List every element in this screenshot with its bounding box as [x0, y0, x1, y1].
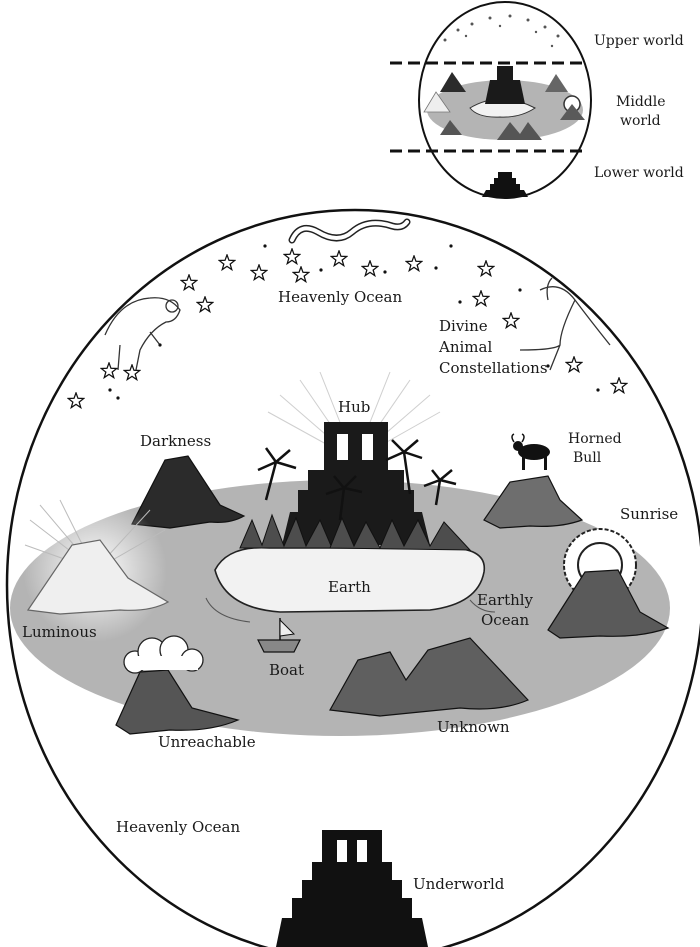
label-upper-world: Upper world: [594, 33, 684, 49]
hub-door-right: [362, 434, 373, 460]
bull-icon: [511, 433, 550, 470]
luminous-volcano: [26, 539, 170, 615]
inset-luminous-mountain: [423, 91, 451, 113]
label-heavenly-ocean-top: Heavenly Ocean: [278, 288, 402, 306]
label-heavenly-ocean-bottom: Heavenly Ocean: [116, 818, 240, 836]
horned-bull-volcano: [483, 475, 584, 529]
inset-unreachable-mountain: [440, 120, 462, 135]
inset-underworld-pyramid: [482, 172, 528, 197]
label-underworld: Underworld: [413, 875, 505, 893]
label-darkness: Darkness: [140, 432, 211, 450]
label-boat: Boat: [269, 661, 304, 679]
label-middle-world-line2: world: [620, 113, 661, 129]
label-constellations-line2: Animal: [438, 338, 492, 356]
label-middle-world-line1: Middle: [616, 94, 666, 110]
inset-unknown-mountain: [497, 122, 542, 140]
label-constellations-line1: Divine: [439, 317, 488, 335]
label-horned-bull-line1: Horned: [568, 431, 622, 447]
small-dots: [108, 244, 600, 400]
label-earthly-ocean-line1: Earthly: [477, 591, 534, 609]
darkness-volcano: [131, 455, 246, 529]
hub-pyramid: [282, 422, 430, 545]
main-diagram: Heavenly Ocean Divine Animal Constellati…: [5, 208, 700, 947]
inset-diagram: Upper world Middle world Lower world: [390, 1, 684, 199]
underworld-door-right: [357, 840, 367, 862]
heron-constellation: [519, 277, 611, 371]
inset-hub: [485, 66, 525, 104]
label-sunrise: Sunrise: [620, 505, 678, 523]
sunrise-volcano: [547, 569, 670, 639]
label-earthly-ocean-line2: Ocean: [481, 611, 530, 629]
underworld-door-left: [337, 840, 347, 862]
island-ripples: [205, 597, 496, 623]
cloud-icon: [123, 635, 204, 674]
serpent-highlight: [290, 220, 409, 242]
hub-door-left: [337, 434, 348, 460]
feline-constellation: [104, 297, 181, 376]
label-lower-world: Lower world: [594, 165, 684, 181]
inset-bull-mountain: [545, 74, 568, 92]
label-luminous: Luminous: [22, 623, 97, 641]
label-unknown: Unknown: [437, 718, 510, 736]
inset-darkness-mountain: [440, 72, 466, 92]
label-unreachable: Unreachable: [158, 733, 256, 751]
unreachable-volcano: [115, 669, 240, 735]
boat-icon: [257, 618, 301, 653]
label-horned-bull-line2: Bull: [573, 450, 602, 466]
label-earth: Earth: [328, 578, 371, 596]
label-hub: Hub: [338, 398, 370, 416]
jungle-foliage: [239, 439, 472, 551]
unknown-volcanoes: [329, 637, 530, 717]
inset-sunrise-mountain: [560, 104, 585, 120]
inset-stars: [443, 14, 560, 48]
underworld-pyramid: [276, 830, 428, 947]
label-constellations-line3: Constellations: [439, 359, 548, 377]
